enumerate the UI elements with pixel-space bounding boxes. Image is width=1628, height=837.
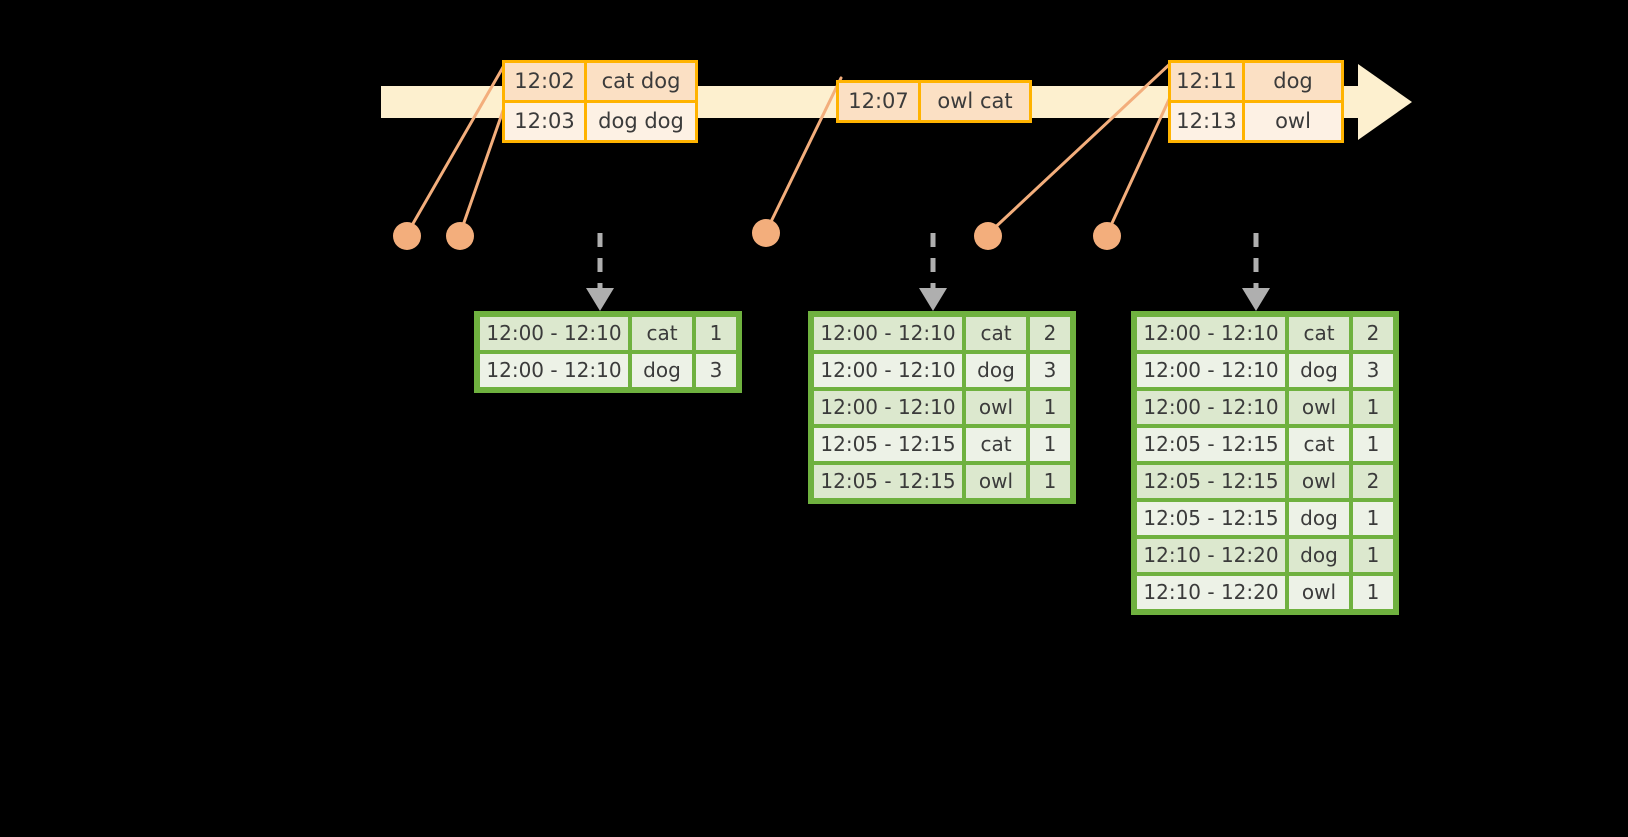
event-time: 12:02	[505, 63, 587, 100]
cell-count: 3	[1353, 354, 1393, 387]
cell-word: cat	[966, 317, 1026, 350]
cell-window: 12:00 - 12:10	[1137, 354, 1285, 387]
cell-window: 12:10 - 12:20	[1137, 576, 1285, 609]
event-time: 12:07	[839, 83, 921, 120]
watermark-dot-5	[1093, 222, 1121, 250]
cell-window: 12:00 - 12:10	[814, 317, 962, 350]
cell-count: 1	[1353, 428, 1393, 461]
cell-window: 12:05 - 12:15	[1137, 465, 1285, 498]
cell-window: 12:00 - 12:10	[480, 354, 628, 387]
cell-word: dog	[632, 354, 692, 387]
cell-count: 2	[1353, 465, 1393, 498]
cell-window: 12:00 - 12:10	[1137, 391, 1285, 424]
cell-word: owl	[1289, 391, 1349, 424]
emit-arrows	[586, 233, 1270, 311]
event-time: 12:13	[1171, 103, 1245, 140]
cell-word: dog	[966, 354, 1026, 387]
cell-count: 3	[1030, 354, 1070, 387]
watermark-dot-2	[446, 222, 474, 250]
timeline-event-group-2[interactable]: 12:07 owl cat	[836, 80, 1032, 123]
emit-arrow-1	[586, 233, 614, 311]
cell-count: 1	[1353, 502, 1393, 535]
event-time: 12:03	[505, 103, 587, 140]
cell-count: 1	[696, 317, 736, 350]
emit-arrow-3	[1242, 233, 1270, 311]
cell-count: 1	[1353, 576, 1393, 609]
cell-word: cat	[632, 317, 692, 350]
cell-word: owl	[966, 465, 1026, 498]
cell-window: 12:00 - 12:10	[480, 317, 628, 350]
cell-window: 12:00 - 12:10	[814, 354, 962, 387]
cell-window: 12:00 - 12:10	[1137, 317, 1285, 350]
cell-word: owl	[1289, 465, 1349, 498]
connector-1	[405, 60, 508, 236]
cell-count: 3	[696, 354, 736, 387]
cell-count: 1	[1030, 465, 1070, 498]
cell-window: 12:05 - 12:15	[1137, 502, 1285, 535]
emit-arrow-2	[919, 233, 947, 311]
cell-window: 12:05 - 12:15	[1137, 428, 1285, 461]
event-value: cat dog	[587, 63, 695, 100]
cell-window: 12:05 - 12:15	[814, 465, 962, 498]
connector-3	[764, 76, 843, 234]
cell-word: dog	[1289, 502, 1349, 535]
watermark-dot-3	[752, 219, 780, 247]
cell-word: cat	[1289, 428, 1349, 461]
cell-count: 2	[1030, 317, 1070, 350]
cell-count: 1	[1353, 539, 1393, 572]
cell-window: 12:05 - 12:15	[814, 428, 962, 461]
timeline-event-row[interactable]: 12:07 owl cat	[839, 83, 1029, 120]
cell-count: 1	[1030, 391, 1070, 424]
cell-count: 1	[1353, 391, 1393, 424]
cell-word: owl	[966, 391, 1026, 424]
watermark-dot-4	[974, 222, 1002, 250]
event-time: 12:11	[1171, 63, 1245, 100]
cell-count: 1	[1030, 428, 1070, 461]
watermark-dot-1	[393, 222, 421, 250]
event-value: owl	[1245, 103, 1341, 140]
timeline-event-row[interactable]: 12:11 dog	[1171, 63, 1341, 100]
cell-window: 12:00 - 12:10	[814, 391, 962, 424]
cell-word: dog	[1289, 354, 1349, 387]
cell-window: 12:10 - 12:20	[1137, 539, 1285, 572]
cell-word: cat	[1289, 317, 1349, 350]
timeline-event-row[interactable]: 12:13 owl	[1171, 100, 1341, 140]
cell-count: 2	[1353, 317, 1393, 350]
watermark-dots	[393, 219, 1121, 250]
timeline-event-row[interactable]: 12:03 dog dog	[505, 100, 695, 140]
cell-word: cat	[966, 428, 1026, 461]
event-value: dog	[1245, 63, 1341, 100]
cell-word: owl	[1289, 576, 1349, 609]
event-value: dog dog	[587, 103, 695, 140]
cell-word: dog	[1289, 539, 1349, 572]
timeline-event-group-3[interactable]: 12:11 dog 12:13 owl	[1168, 60, 1344, 143]
timeline-event-group-1[interactable]: 12:02 cat dog 12:03 dog dog	[502, 60, 698, 143]
timeline-event-row[interactable]: 12:02 cat dog	[505, 63, 695, 100]
event-value: owl cat	[921, 83, 1029, 120]
